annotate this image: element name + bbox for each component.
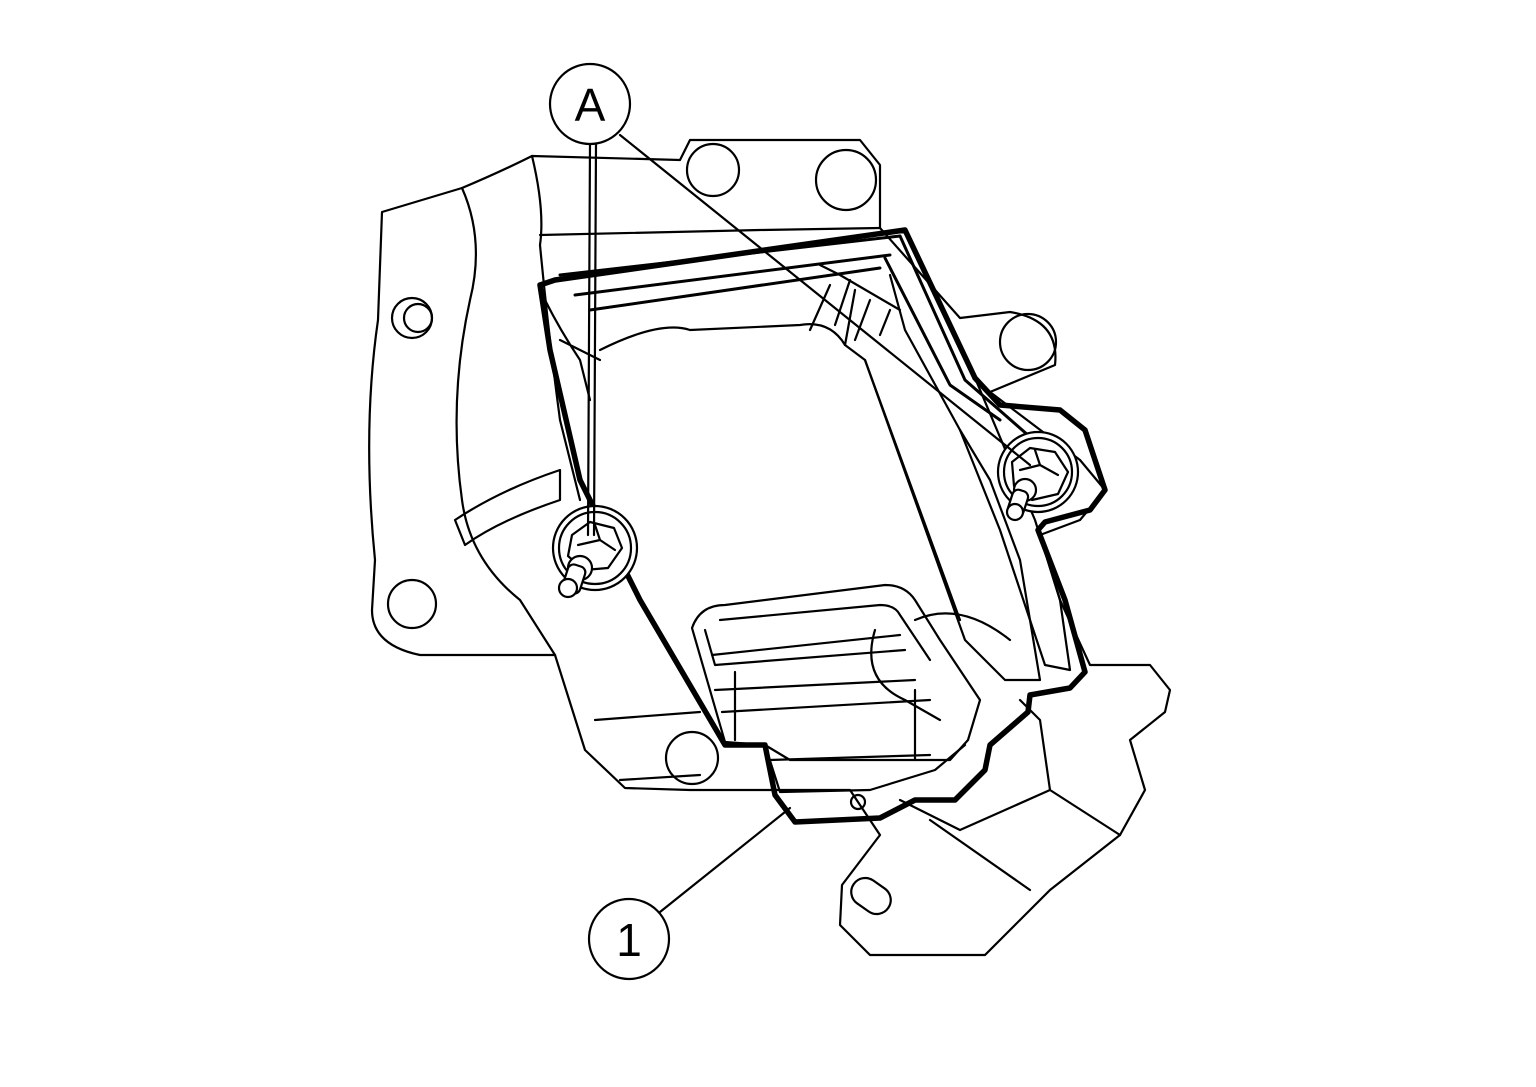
bracket-top-ledge (538, 226, 882, 237)
bracket-right-rib (1018, 698, 1122, 837)
mounting-holes (386, 142, 1058, 916)
nut-right-stud-tip (1005, 502, 1025, 522)
nut-right-hex-face (1018, 448, 1060, 477)
ecm-outer-outline (537, 227, 1108, 825)
bracket-lower-tab (898, 788, 1052, 892)
ecm-inner-edge (818, 263, 962, 622)
nut-left (551, 504, 639, 599)
connector-outer (690, 583, 982, 762)
bracket-outline (368, 138, 1172, 957)
connector-housing (690, 583, 1012, 794)
callout-1-label: 1 (616, 914, 642, 966)
ecm-inner-right (958, 376, 1072, 672)
leader-lines (586, 133, 1032, 914)
bracket-hole-right (998, 312, 1058, 372)
connector-inner-1 (703, 628, 932, 714)
bracket-lower-ledge (593, 710, 702, 782)
bracket-hole-left-inner (402, 302, 434, 334)
bracket-hole-left (390, 296, 434, 340)
ecm-ribs (808, 278, 892, 342)
bracket-hole-lower-left (386, 578, 438, 630)
callout-a-label: A (575, 79, 606, 131)
nut-right (996, 430, 1080, 522)
callout-a: A (548, 62, 632, 146)
nut-left-stud-tip (557, 577, 579, 599)
ecm-right-flange (883, 234, 1047, 452)
bracket-slot (850, 876, 892, 916)
bracket-small-hole (849, 793, 867, 811)
connector-front-2 (733, 670, 932, 762)
callout-a-circle (548, 62, 632, 146)
bracket-inner-rib (455, 186, 557, 657)
mounting-bracket (368, 138, 1172, 957)
bracket-hole-top-right (814, 148, 878, 212)
bracket-hole-bottom (664, 730, 720, 786)
ecm-left-edge (543, 298, 602, 402)
leader-a-left-2 (592, 141, 598, 537)
ecm-inner-panel (598, 273, 1042, 682)
callout-1-circle (587, 897, 671, 981)
callout-1: 1 (587, 897, 671, 981)
bracket-step (453, 468, 562, 547)
connector-inner-2 (718, 603, 932, 662)
ecm-unit (537, 227, 1108, 825)
connector-curve (870, 612, 1012, 722)
ecm-top-flange (558, 234, 902, 312)
bracket-hole-top-left (685, 142, 741, 198)
nut-left-hex-face (576, 523, 617, 552)
connector-front (763, 743, 967, 794)
leader-a-right (618, 133, 1032, 467)
leader-1 (658, 806, 792, 914)
leader-a-left (586, 141, 592, 537)
nut-right-washer-inner (1002, 436, 1074, 508)
